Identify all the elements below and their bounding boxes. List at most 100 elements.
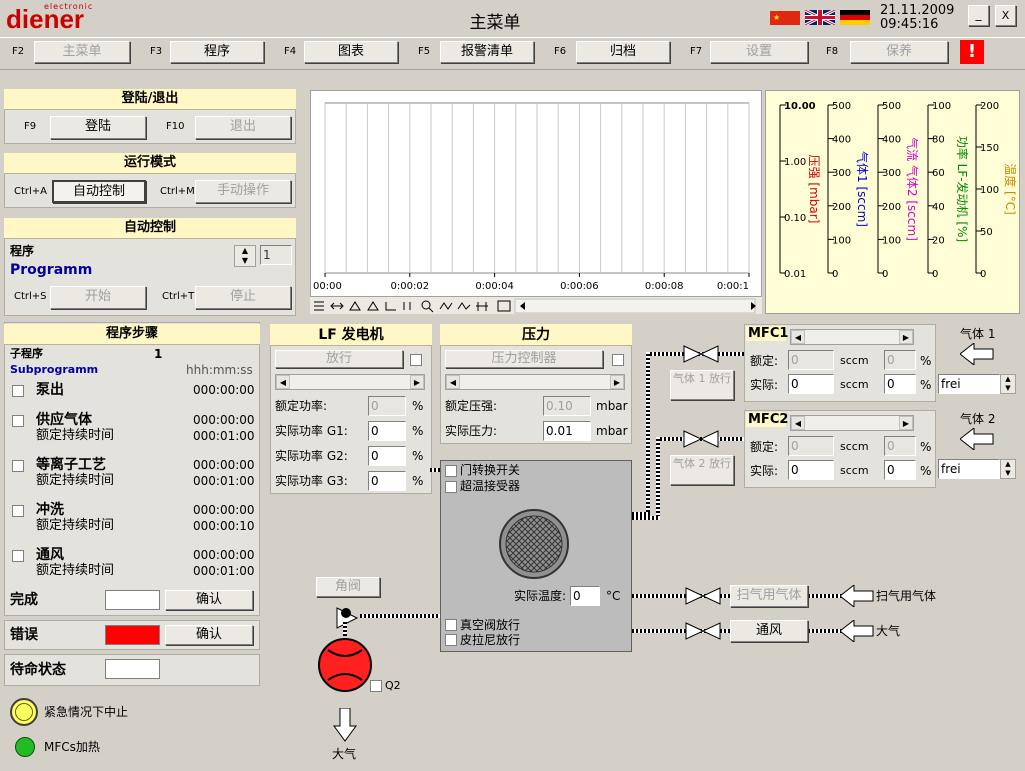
angle-valve-icon[interactable] [332, 602, 362, 632]
angle-valve-button[interactable]: 角阀 [316, 577, 380, 597]
gas1-release-button[interactable]: 气体 1 放行 [670, 370, 734, 400]
manual-mode-button[interactable]: 手动操作 [195, 180, 291, 203]
lf-rated-field[interactable]: 0 [368, 396, 406, 416]
pressure-controller-checkbox[interactable] [612, 354, 624, 366]
flag-uk-icon[interactable] [805, 10, 835, 25]
done-confirm-button[interactable]: 确认 [165, 590, 253, 610]
maintenance-button[interactable]: 保养 [850, 41, 948, 63]
pressure-slider[interactable]: ◀▶ [445, 374, 625, 390]
pipe-chamber-link-2 [632, 516, 660, 520]
door-switch-label: 门转换开关 [460, 463, 521, 477]
date-display: 21.11.2009 [880, 3, 955, 18]
step-duration-label: 额定持续时间 [36, 473, 115, 488]
gas1-valve-icon[interactable] [682, 344, 720, 364]
alarm-indicator-icon[interactable]: ! [960, 40, 984, 64]
purge-gas-button[interactable]: 扫气用气体 [730, 585, 808, 607]
archive-button[interactable]: 归档 [576, 41, 670, 63]
program-steps-title: 程序步骤 [4, 324, 260, 345]
y-tick-label: 0 [932, 269, 938, 280]
mode-title: 运行模式 [4, 153, 296, 174]
program-spinner-icon[interactable]: ▲▼ [234, 245, 256, 267]
emergency-stop-label: 紧急情况下中止 [44, 705, 129, 719]
error-confirm-button[interactable]: 确认 [165, 625, 253, 645]
mfc2-rated-unit: sccm [840, 440, 869, 453]
settings-button[interactable]: 设置 [710, 41, 808, 63]
flag-china-icon[interactable]: ★ [770, 11, 800, 25]
logo-text: diener [6, 4, 85, 34]
gas2-mode-spinner-icon[interactable]: ▲▼ [1000, 459, 1016, 479]
login-button[interactable]: 登陆 [50, 116, 146, 139]
y-tick-label: 10.00 [784, 101, 816, 112]
ctrl-s-label: Ctrl+S [14, 291, 47, 302]
gas2-mode-select[interactable]: frei [938, 459, 1000, 479]
program-button[interactable]: 程序 [170, 41, 264, 63]
mfc2-rated-field[interactable]: 0 [788, 436, 834, 456]
emergency-stop-icon[interactable] [10, 698, 38, 726]
minimize-button[interactable]: _ [968, 5, 989, 26]
subprogram-number: 1 [154, 347, 163, 361]
mfc2-actual-field: 0 [788, 460, 834, 480]
step-name: 供应气体 [36, 412, 92, 428]
auto-mode-button[interactable]: 自动控制 [52, 180, 146, 203]
alarm-list-button[interactable]: 报警清单 [440, 41, 534, 63]
step-elapsed-time: 000:00:00 [193, 503, 255, 517]
program-number-field[interactable]: 1 [260, 245, 292, 265]
auto-control-title: 自动控制 [4, 218, 296, 239]
lf-release-checkbox[interactable] [410, 354, 422, 366]
x-tick-label: 0:00:08 [645, 281, 684, 291]
lf-release-button[interactable]: 放行 [275, 350, 403, 368]
lf-power-slider[interactable]: ◀▶ [275, 374, 425, 390]
y-axis-label: 温度 [°C] [1003, 163, 1018, 215]
close-button[interactable]: X [995, 5, 1016, 26]
fkey-f6-label: F6 [554, 46, 567, 57]
flag-germany-icon[interactable] [840, 10, 870, 25]
y-tick-label: 200 [882, 202, 901, 213]
stop-button[interactable]: 停止 [195, 286, 291, 309]
step-elapsed-time: 000:00:00 [193, 413, 255, 427]
chart-zoom-tools-icon[interactable] [314, 300, 511, 313]
gas2-release-button[interactable]: 气体 2 放行 [670, 455, 734, 485]
mfc1-rated-field[interactable]: 0 [788, 350, 834, 370]
pressure-rated-field[interactable]: 0.10 [543, 396, 591, 416]
time-display: 09:45:16 [880, 17, 939, 32]
exhaust-arrow-icon [333, 708, 357, 742]
purge-arrow-icon [840, 585, 874, 607]
start-button[interactable]: 开始 [50, 286, 146, 309]
mfc1-actual-pct-unit: % [920, 378, 932, 392]
step-checkbox [12, 550, 24, 562]
gas1-mode-select[interactable]: frei [938, 374, 1000, 394]
pressure-controller-button[interactable]: 压力控制器 [445, 350, 603, 368]
logo-small-text: electronic [44, 2, 94, 11]
mfc2-rated-pct-field[interactable]: 0 [884, 436, 916, 456]
logout-button[interactable]: 退出 [195, 116, 291, 139]
vent-button[interactable]: 通风 [730, 620, 808, 642]
step-name: 通风 [36, 547, 64, 563]
mfc1-rated-unit: sccm [840, 354, 869, 367]
mfc1-slider[interactable]: ◀▶ [790, 329, 914, 345]
mfc2-slider[interactable]: ◀▶ [790, 415, 914, 431]
chart-button[interactable]: 图表 [304, 41, 398, 63]
y-tick-label: 100 [932, 101, 951, 112]
door-switch-checkbox [445, 465, 457, 477]
error-indicator [105, 625, 160, 645]
fkey-f2-label: F2 [12, 46, 25, 57]
y-axis-label: 功率 LF-发动机 [%] [955, 136, 970, 242]
mfc2-actual-pct-unit: % [920, 464, 932, 478]
lf-g1-unit: % [412, 424, 424, 438]
pressure-rated-label: 额定压强: [445, 399, 498, 413]
login-title: 登陆/退出 [4, 89, 296, 110]
x-tick-label: 0:00:02 [391, 281, 430, 291]
mfc1-rated-pct-field[interactable]: 0 [884, 350, 916, 370]
y-tick-label: 1.00 [784, 157, 806, 168]
vent-valve-icon[interactable] [684, 621, 722, 641]
gas1-mode-spinner-icon[interactable]: ▲▼ [1000, 374, 1016, 394]
step-duration-label: 额定持续时间 [36, 563, 115, 578]
step-name: 等离子工艺 [36, 457, 106, 473]
purge-valve-icon[interactable] [684, 586, 722, 606]
gas2-valve-icon[interactable] [682, 429, 720, 449]
purge-gas-label: 扫气用气体 [876, 589, 937, 603]
pressure-title: 压力 [440, 324, 632, 346]
main-menu-button[interactable]: 主菜单 [34, 41, 130, 63]
y-tick-label: 200 [980, 101, 999, 112]
x-tick-label: 0:00:04 [475, 281, 514, 291]
